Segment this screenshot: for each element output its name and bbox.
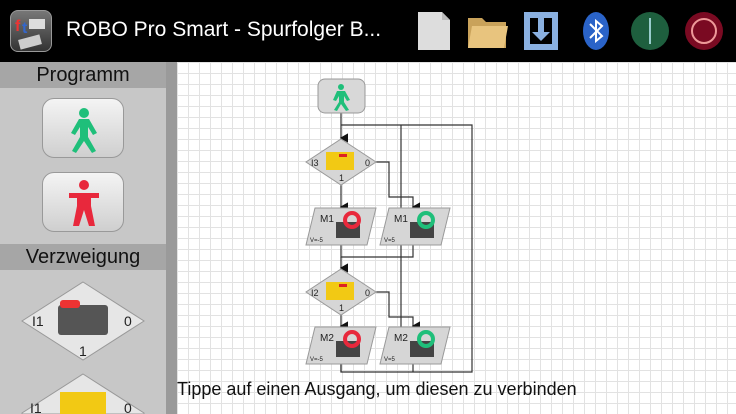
branch-out1-label: 1	[79, 343, 87, 359]
branch-input-label: I1	[32, 313, 44, 329]
motor-name: M2	[320, 333, 334, 344]
open-folder-icon[interactable]	[466, 10, 510, 52]
motor-speed: V=5	[384, 238, 396, 244]
red-standing-man-icon	[69, 180, 99, 226]
new-file-icon[interactable]	[414, 10, 454, 52]
download-icon[interactable]	[520, 10, 562, 52]
window-title: ROBO Pro Smart - Spurfolger B...	[66, 18, 382, 41]
branch-out0-label[interactable]: 0	[365, 288, 370, 298]
rotation-arrow-icon	[343, 211, 361, 229]
branch-input-label: I2	[311, 288, 319, 298]
branch-block[interactable]: I3 0 1	[305, 138, 377, 186]
motor-speed: V=-5	[310, 357, 324, 363]
motor-block[interactable]: M2V=-5	[305, 326, 377, 365]
green-walker-icon	[333, 84, 350, 111]
sidebar: Programm Verzweigung I1 0 1 I1 0	[0, 62, 166, 414]
branch-input-label: I3	[311, 158, 319, 168]
branch-switch-block[interactable]: I1 0 1	[20, 280, 146, 362]
end-block-button[interactable]	[42, 172, 124, 232]
rotation-arrow-icon	[417, 211, 435, 229]
motor-speed: V=5	[384, 357, 396, 363]
branch-input-label: I1	[30, 400, 42, 414]
motor-block[interactable]: M2V=5	[379, 326, 451, 365]
branch-out1-label[interactable]: 1	[339, 303, 344, 313]
section-programm: Programm	[0, 62, 166, 88]
sidebar-scrollbar[interactable]	[166, 62, 177, 414]
green-walker-icon	[71, 108, 97, 153]
motor-block[interactable]: M1V=-5	[305, 207, 377, 246]
branch-out0-label[interactable]: 0	[365, 158, 370, 168]
branch-out1-label[interactable]: 1	[339, 173, 344, 183]
branch-out0-label: 0	[124, 313, 132, 329]
branch-sensor-block[interactable]: I1 0	[20, 372, 146, 414]
bluetooth-icon[interactable]	[580, 10, 612, 52]
rotation-arrow-icon	[343, 330, 361, 348]
section-verzweigung: Verzweigung	[0, 244, 166, 270]
rotation-arrow-icon	[417, 330, 435, 348]
branch-block[interactable]: I2 0 1	[305, 268, 377, 316]
motor-name: M2	[394, 333, 408, 344]
motor-name: M1	[320, 214, 334, 225]
stop-icon[interactable]	[684, 10, 724, 52]
start-block[interactable]	[317, 78, 366, 114]
branch-out0-label: 0	[124, 400, 132, 414]
svg-text:t: t	[22, 20, 28, 37]
svg-text:f: f	[15, 18, 21, 35]
start-block-button[interactable]	[42, 98, 124, 158]
motor-block[interactable]: M1V=5	[379, 207, 451, 246]
motor-name: M1	[394, 214, 408, 225]
start-icon[interactable]	[630, 10, 670, 52]
motor-speed: V=-5	[310, 238, 324, 244]
status-hint: Tippe auf einen Ausgang, um diesen zu ve…	[177, 379, 577, 399]
